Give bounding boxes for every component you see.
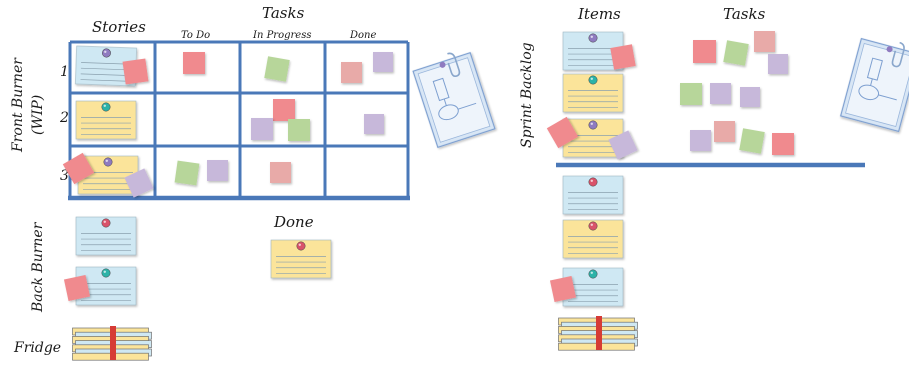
row-number-1: 1 — [60, 64, 69, 80]
tasks-header-left: Tasks — [262, 4, 305, 22]
pushpin-icon — [588, 177, 598, 187]
pushpin-icon — [101, 102, 111, 112]
fridge-label: Fridge — [13, 340, 61, 356]
task-sticky-note — [122, 58, 149, 85]
story-card — [75, 45, 137, 87]
pushpin-icon — [102, 48, 111, 58]
task-sticky-note — [341, 62, 362, 83]
paperclip-icon — [891, 41, 905, 68]
task-sticky-note — [251, 118, 273, 140]
pushpin-icon — [588, 269, 598, 279]
task-sticky-note — [63, 274, 91, 302]
row-number-3: 3 — [60, 168, 69, 184]
task-sticky-note — [549, 275, 577, 303]
pushpin-icon — [296, 241, 306, 251]
right-board: Items Tasks Sprint Backlog — [519, 5, 865, 168]
task-sticky-note — [608, 130, 638, 160]
task-sticky-note — [62, 152, 95, 185]
front-burner-sub: (WIP) — [30, 95, 46, 135]
task-sticky-note — [768, 54, 788, 74]
board-objects — [62, 31, 909, 361]
task-sticky-note — [546, 116, 579, 149]
clipboard-icon — [839, 37, 909, 133]
column-done: Done — [349, 30, 376, 41]
pushpin-icon — [588, 75, 598, 85]
card-stack-icon — [72, 326, 152, 361]
task-sticky-note — [693, 40, 716, 63]
task-sticky-note — [288, 119, 310, 141]
story-card — [270, 239, 332, 279]
column-in-progress: In Progress — [252, 30, 311, 41]
pushpin-icon — [588, 33, 598, 43]
tasks-header-right: Tasks — [723, 5, 766, 23]
task-sticky-note — [124, 168, 154, 198]
front-burner-label: Front Burner — [10, 57, 26, 153]
story-card — [562, 73, 624, 113]
task-sticky-note — [273, 99, 295, 121]
story-card — [562, 219, 624, 259]
board-grid — [68, 40, 410, 201]
task-sticky-note — [690, 130, 711, 151]
task-sticky-note — [364, 114, 384, 134]
task-sticky-note — [772, 133, 794, 155]
paperclip-icon — [447, 52, 461, 78]
back-burner-label: Back Burner — [30, 221, 46, 313]
task-sticky-note — [740, 87, 760, 107]
left-board: Stories Tasks To Do In Progress Done 1 2… — [10, 4, 410, 356]
pushpin-icon — [588, 120, 598, 130]
task-sticky-note — [270, 162, 291, 183]
story-card — [75, 216, 137, 256]
pushpin-icon — [101, 218, 111, 228]
story-card — [75, 100, 137, 140]
task-sticky-note — [207, 160, 228, 181]
task-sticky-note — [710, 83, 731, 104]
task-sticky-note — [174, 160, 200, 186]
pushpin-icon — [588, 221, 598, 231]
card-stack-icon — [558, 316, 638, 351]
story-card — [562, 175, 624, 215]
pushpin-icon — [101, 268, 111, 278]
task-sticky-note — [264, 56, 290, 82]
column-todo: To Do — [181, 30, 210, 41]
task-sticky-note — [754, 31, 775, 52]
task-sticky-note — [610, 44, 636, 70]
task-sticky-note — [714, 121, 735, 142]
row-number-2: 2 — [59, 110, 69, 126]
pushpin-icon — [103, 157, 113, 167]
clipboard-icon — [412, 51, 496, 149]
items-header: Items — [577, 5, 621, 23]
task-sticky-note — [739, 128, 765, 154]
task-sticky-note — [680, 83, 702, 105]
task-sticky-note — [183, 52, 205, 74]
done-label: Done — [273, 213, 314, 231]
task-sticky-note — [373, 52, 393, 72]
sprint-backlog-label: Sprint Backlog — [519, 42, 535, 148]
stories-header: Stories — [92, 18, 146, 36]
task-sticky-note — [723, 40, 749, 66]
